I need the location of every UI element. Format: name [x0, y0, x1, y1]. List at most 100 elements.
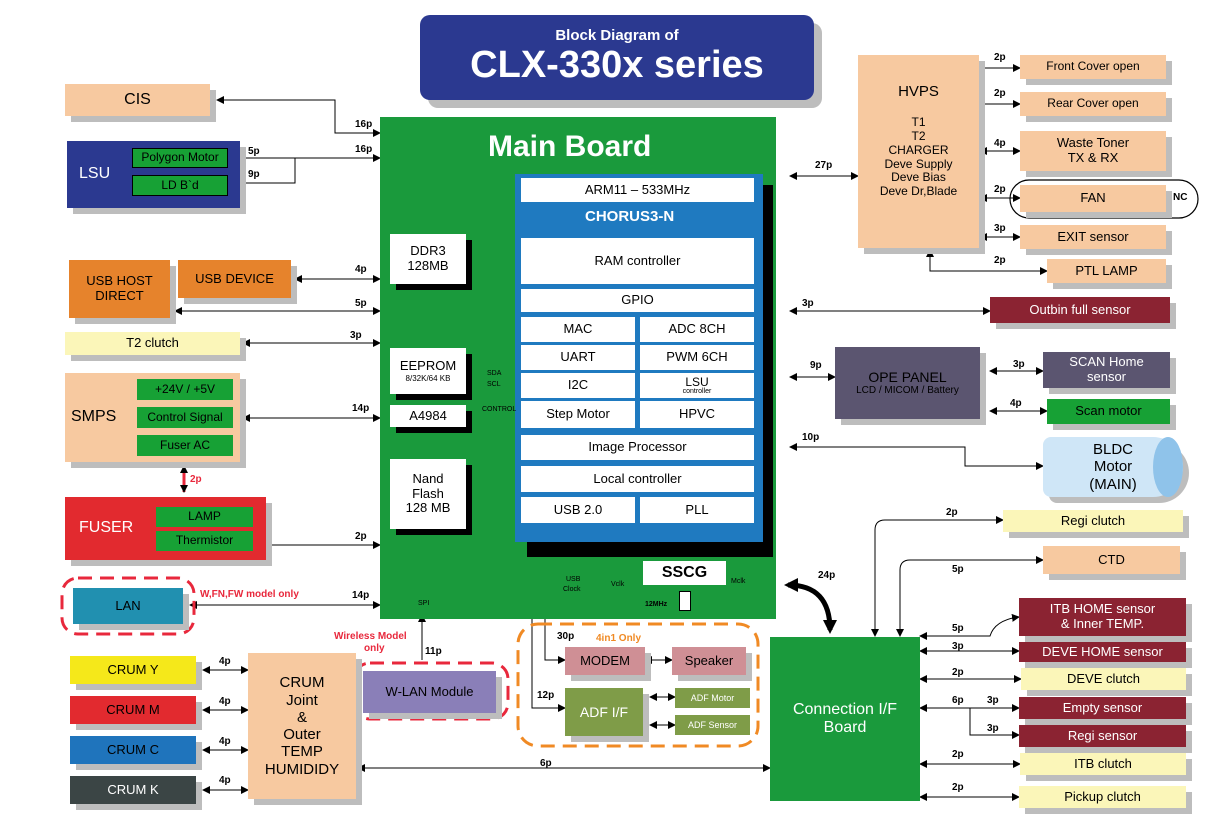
- ddr3: DDR3 128MB: [390, 234, 466, 284]
- nc-label: NC: [1173, 192, 1188, 203]
- fuser-label: FUSER: [79, 519, 134, 537]
- uart: UART: [521, 345, 635, 370]
- speaker: Speaker: [672, 647, 746, 675]
- conn-l2: Board: [823, 719, 867, 736]
- crum-y: CRUM Y: [70, 656, 196, 684]
- pin-crum-y: 4p: [219, 656, 231, 667]
- title-line1: Block Diagram of: [555, 27, 679, 45]
- eeprom-sub: 8/32K/64 KB: [405, 373, 451, 383]
- itb-home-l2: & Inner TEMP.: [1060, 616, 1145, 631]
- regi-clutch: Regi clutch: [1003, 510, 1183, 532]
- outbin-sensor: Outbin full sensor: [990, 297, 1170, 323]
- pin-ctd: 5p: [952, 564, 964, 575]
- scan-home-l1: SCAN Home: [1069, 354, 1144, 370]
- connection-board: Connection I/F Board: [770, 637, 920, 801]
- hvps-charger: CHARGER: [888, 142, 949, 157]
- itb-clutch: ITB clutch: [1020, 753, 1186, 775]
- lsu-controller-sub: controller: [682, 388, 712, 395]
- title-box: Block Diagram of CLX-330x series: [420, 15, 814, 100]
- pin-modem: 30p: [557, 631, 575, 642]
- pin-six: 6p: [952, 695, 964, 706]
- pin-ope: 9p: [810, 360, 822, 371]
- image-processor: Image Processor: [521, 435, 754, 460]
- hvps-deve-bias: Deve Bias: [891, 170, 946, 185]
- pin-itb-home: 5p: [952, 623, 964, 634]
- ope-panel: OPE PANEL LCD / MICOM / Battery: [835, 347, 980, 419]
- control-signal: Control Signal: [137, 407, 233, 428]
- pin-conn: 24p: [818, 570, 836, 581]
- exit-sensor: EXIT sensor: [1020, 225, 1166, 249]
- arm-core: ARM11 – 533MHz: [521, 178, 754, 202]
- chip-name: CHORUS3-N: [585, 208, 675, 225]
- scl-label: SCL: [487, 381, 501, 388]
- ddr3-l1: DDR3: [410, 243, 446, 259]
- crum-c: CRUM C: [70, 736, 196, 764]
- pin-scan-motor: 4p: [1010, 398, 1022, 409]
- ctd-box: CTD: [1043, 546, 1180, 574]
- wireless-l2: only: [364, 643, 385, 654]
- hvps-t1: T1: [911, 115, 926, 130]
- adf-motor: ADF Motor: [675, 688, 750, 708]
- pin-t2: 3p: [350, 330, 362, 341]
- usb-host: USB HOST DIRECT: [69, 260, 170, 318]
- waste-toner: Waste Toner TX & RX: [1020, 131, 1166, 171]
- v24: +24V / +5V: [137, 379, 233, 400]
- bldc-l2: Motor: [1093, 458, 1133, 476]
- a4984: A4984: [390, 405, 466, 427]
- crum-l6: HUMIDIDY: [264, 760, 340, 778]
- pin-bldc: 10p: [802, 432, 820, 443]
- control-label: CONTROL: [482, 406, 517, 413]
- title-line2: CLX-330x series: [470, 44, 764, 87]
- lan-note: W,FN,FW model only: [200, 589, 299, 600]
- cis-box: CIS: [65, 84, 210, 116]
- scan-home-sensor: SCAN Home sensor: [1043, 352, 1170, 388]
- fourin1-label: 4in1 Only: [596, 633, 642, 644]
- ld-board: LD B`d: [132, 175, 228, 196]
- pin-crum-board: 6p: [540, 758, 552, 769]
- hvps-deve-dr: Deve Dr,Blade: [879, 184, 958, 199]
- pin-outbin: 3p: [802, 298, 814, 309]
- crystal: [679, 591, 691, 611]
- eeprom: EEPROM 8/32K/64 KB: [390, 348, 466, 394]
- usb-host-l1: USB HOST: [86, 273, 153, 289]
- usb-20: USB 2.0: [521, 497, 635, 523]
- pin-rear: 2p: [994, 88, 1006, 99]
- mclk-label: Mclk: [731, 578, 746, 585]
- bldc-l1: BLDC: [1092, 441, 1133, 459]
- lsu-label: LSU: [79, 165, 111, 183]
- usb-clock-l2: Clock: [563, 586, 581, 593]
- fuser-ac: Fuser AC: [137, 435, 233, 456]
- pin-lsu: 16p: [355, 144, 373, 155]
- ram-controller: RAM controller: [521, 238, 754, 284]
- crum-k: CRUM K: [70, 776, 196, 804]
- pin-wlan: 11p: [425, 646, 442, 657]
- usb-clock-l1: USB: [566, 576, 581, 583]
- crum-joint: CRUM Joint & Outer TEMP HUMIDIDY: [248, 653, 356, 799]
- vclk-label: Vclk: [611, 581, 625, 588]
- pin-lan: 14p: [352, 590, 370, 601]
- crum-l4: Outer: [283, 726, 321, 743]
- spi-label: SPI: [418, 600, 430, 607]
- pin-hvps: 27p: [815, 160, 833, 171]
- crum-l2: Joint: [286, 691, 318, 709]
- scan-motor: Scan motor: [1047, 399, 1170, 424]
- bldc-l3: (MAIN): [1089, 475, 1137, 493]
- pin-deve-home: 3p: [952, 641, 964, 652]
- pin-usbdev: 4p: [355, 264, 367, 275]
- main-board-title: Main Board: [488, 130, 652, 163]
- pin-front: 2p: [994, 52, 1006, 63]
- lsu-controller-label: LSU: [685, 375, 709, 389]
- pwm: PWM 6CH: [640, 345, 754, 370]
- pin-crum-k: 4p: [219, 775, 231, 786]
- waste-l1: Waste Toner: [1056, 135, 1130, 151]
- local-controller: Local controller: [521, 466, 754, 492]
- step-motor: Step Motor: [521, 401, 635, 428]
- regi-sensor: Regi sensor: [1019, 725, 1186, 747]
- conn-l1: Connection I/F: [792, 700, 898, 718]
- pin-empty: 3p: [987, 695, 999, 706]
- nand-flash: Nand Flash 128 MB: [390, 459, 466, 529]
- wlan-module: W-LAN Module: [363, 671, 496, 713]
- usb-device: USB DEVICE: [178, 260, 291, 298]
- waste-l2: TX & RX: [1067, 150, 1119, 165]
- crum-l3: &: [296, 708, 307, 726]
